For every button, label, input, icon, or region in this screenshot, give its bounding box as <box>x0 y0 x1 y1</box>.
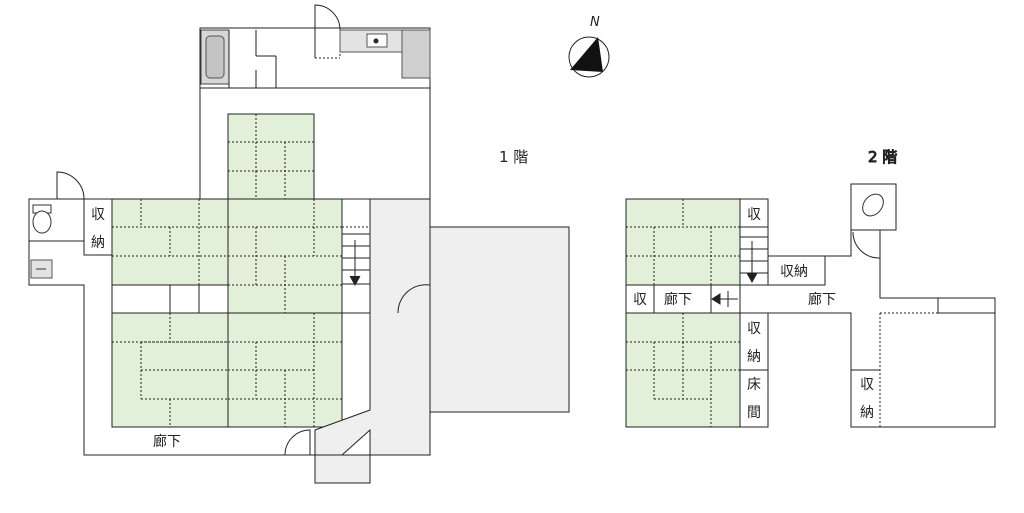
label-storage-2f-b: 収納 <box>780 264 808 280</box>
label-storage-2f-short: 収 <box>633 292 647 308</box>
first-floor <box>28 4 570 484</box>
label-storage-2f-a: 収 <box>747 207 761 223</box>
label-tokonoma-top: 床 <box>747 377 761 393</box>
label-storage-2f-c-top: 収 <box>747 321 761 337</box>
tatami-room-north <box>227 113 315 201</box>
label-storage-2f-d-top: 収 <box>860 377 874 393</box>
label-storage-2f-d-bottom: 納 <box>860 405 874 421</box>
label-floor-2: 2 階 <box>868 148 897 166</box>
label-corridor-1f: 廊下 <box>153 433 181 450</box>
second-floor: 2 階 <box>625 148 996 428</box>
label-tokonoma-bottom: 間 <box>747 405 761 421</box>
label-corridor-2f-left: 廊下 <box>664 291 692 308</box>
label-floor-1: 1 階 <box>499 148 528 166</box>
garage <box>429 226 570 413</box>
north-label: N <box>590 15 600 30</box>
toilet-icon <box>32 204 52 234</box>
compass-icon <box>568 36 610 78</box>
label-storage-2f-c-bottom: 納 <box>747 349 761 365</box>
label-storage-1f-bottom: 納 <box>91 235 105 251</box>
label-storage-1f-top: 収 <box>91 207 105 223</box>
label-corridor-2f-right: 廊下 <box>808 291 836 308</box>
